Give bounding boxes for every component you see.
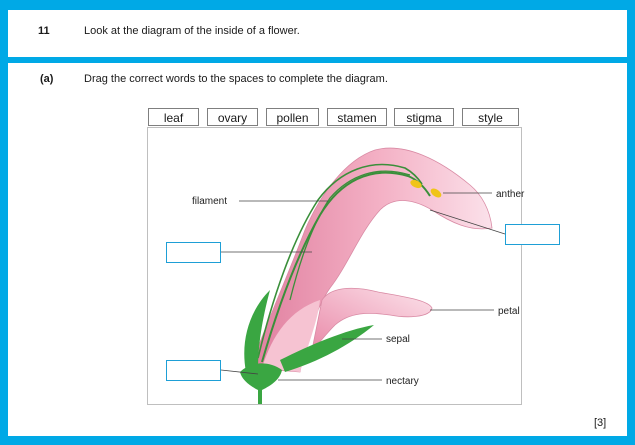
label-petal: petal (498, 306, 520, 317)
marks-indicator: [3] (594, 417, 606, 429)
receptacle (240, 363, 282, 404)
drop-zone-left[interactable] (166, 242, 221, 263)
label-sepal: sepal (386, 334, 410, 345)
drop-zone-bottom[interactable] (166, 360, 221, 381)
label-filament: filament (192, 196, 227, 207)
drop-zone-right[interactable] (505, 224, 560, 245)
label-nectary: nectary (386, 376, 419, 387)
label-anther: anther (496, 189, 525, 200)
